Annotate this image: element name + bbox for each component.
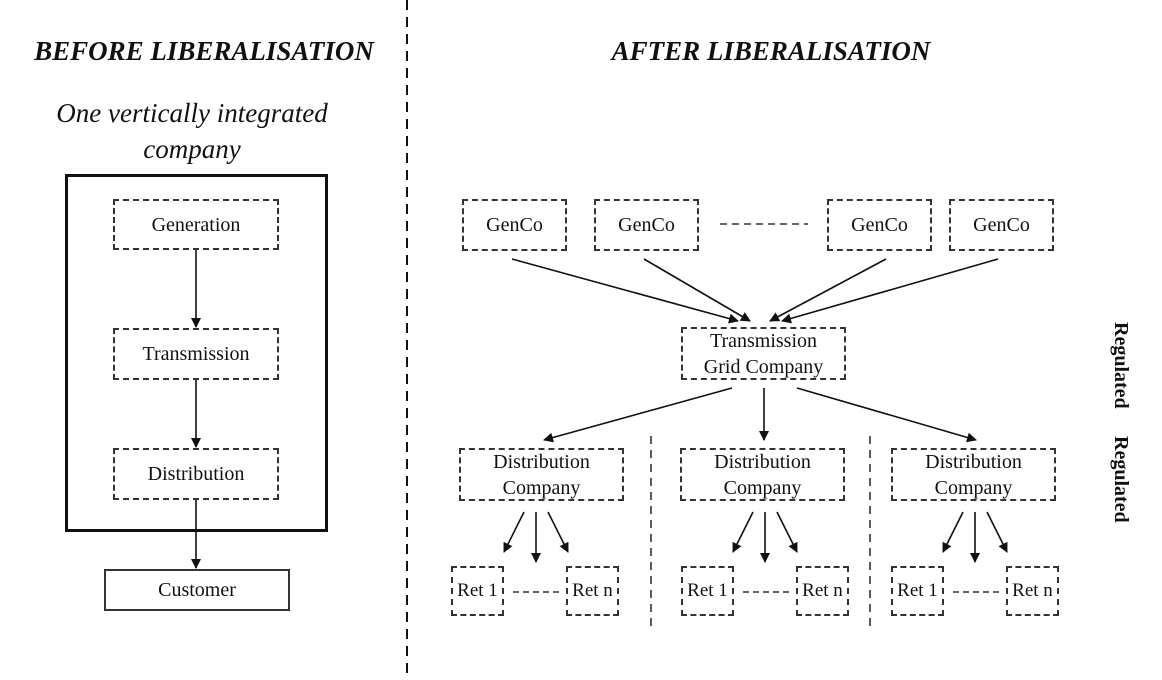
ret-n-label: Ret n <box>802 580 843 601</box>
arrow-genco4-tso <box>781 258 999 324</box>
customer-box: Customer <box>104 569 290 611</box>
dso-label-line-1: Distribution <box>925 450 1022 473</box>
distribution-company-box-3: Distribution Company <box>891 448 1056 501</box>
regulated-label-transmission: Regulated <box>1110 322 1132 409</box>
arrow-genco2-tso <box>643 258 751 322</box>
dso-label-line-1: Distribution <box>714 450 811 473</box>
retailer-box-1-last: Ret n <box>566 566 619 616</box>
before-heading: BEFORE LIBERALISATION <box>34 36 374 66</box>
distribution-label: Distribution <box>147 463 245 485</box>
retailer-box-3-last: Ret n <box>1006 566 1059 616</box>
subtitle-line-1: One vertically integrated <box>56 98 328 128</box>
ret-1-label: Ret 1 <box>687 580 728 601</box>
integrated-company-subtitle: One vertically integrated company <box>22 95 362 167</box>
genco-box-2: GenCo <box>594 199 699 251</box>
arrow-genco1-tso <box>511 258 739 324</box>
genco-box-1: GenCo <box>462 199 567 251</box>
ret-n-label: Ret n <box>572 580 613 601</box>
genco-label: GenCo <box>618 214 675 236</box>
ret-1-label: Ret 1 <box>457 580 498 601</box>
arrow-tso-dso1 <box>543 387 733 443</box>
retailer-box-2-last: Ret n <box>796 566 849 616</box>
distribution-company-box-2: Distribution Company <box>680 448 845 501</box>
genco-label: GenCo <box>851 214 908 236</box>
dso-label-line-1: Distribution <box>493 450 590 473</box>
arrow-tso-dso3 <box>796 387 977 443</box>
genco-label: GenCo <box>973 214 1030 236</box>
dso-label-line-2: Company <box>723 476 802 499</box>
retailer-box-3-first: Ret 1 <box>891 566 944 616</box>
arrow-genco3-tso <box>769 258 887 322</box>
distribution-company-box-1: Distribution Company <box>459 448 624 501</box>
regulated-label-distribution: Regulated <box>1110 436 1132 523</box>
ret-n-label: Ret n <box>1012 580 1053 601</box>
genco-box-4: GenCo <box>949 199 1054 251</box>
generation-box: Generation <box>113 199 279 250</box>
genco-box-3: GenCo <box>827 199 932 251</box>
transmission-box: Transmission <box>113 328 279 380</box>
after-heading: AFTER LIBERALISATION <box>611 36 931 66</box>
retailer-box-2-first: Ret 1 <box>681 566 734 616</box>
transmission-label: Transmission <box>142 343 250 365</box>
tso-label-line-1: Transmission <box>709 329 818 352</box>
customer-label: Customer <box>158 579 236 601</box>
dso-label-line-2: Company <box>934 476 1013 499</box>
distribution-box: Distribution <box>113 448 279 500</box>
subtitle-line-2: company <box>143 134 241 164</box>
transmission-grid-company-box: Transmission Grid Company <box>681 327 846 380</box>
retailer-box-1-first: Ret 1 <box>451 566 504 616</box>
tso-label-line-2: Grid Company <box>703 355 824 378</box>
integrated-company-frame <box>65 174 328 532</box>
ret-1-label: Ret 1 <box>897 580 938 601</box>
generation-label: Generation <box>151 213 241 236</box>
dso-label-line-2: Company <box>502 476 581 499</box>
genco-label: GenCo <box>486 214 543 236</box>
